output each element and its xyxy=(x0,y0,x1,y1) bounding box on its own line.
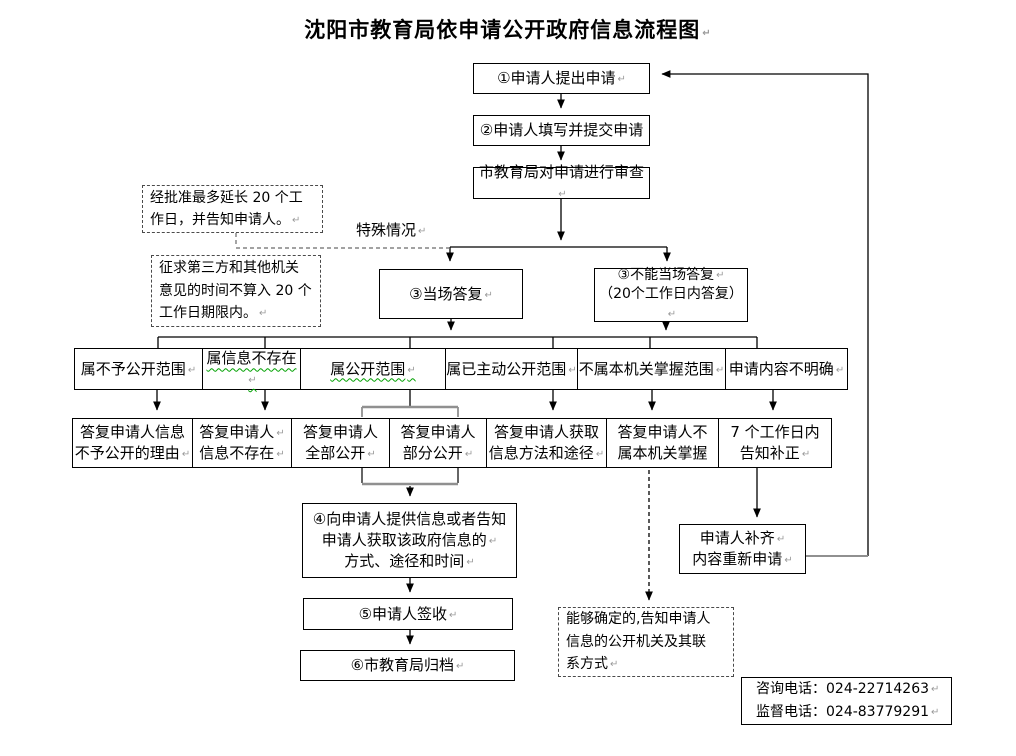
response-how-to-obtain: 答复申请人获取信息方法和途径↵ xyxy=(486,418,607,468)
note-extension-20-days: 经批准最多延长 20 个工作日，并告知申请人。↵ xyxy=(142,185,323,233)
response-info-not-exist: 答复申请人↵信息不存在↵ xyxy=(192,418,292,468)
category-unclear-request: 申请内容不明确↵ xyxy=(725,348,848,390)
category-not-held-by-agency: 不属本机关掌握范围↵ xyxy=(577,348,726,390)
node-step4-provide-info: ④向申请人提供信息或者告知申请人获取该政府信息的↵方式、途径和时间↵ xyxy=(302,503,517,578)
node-step3-bureau-review: 市教育局对申请进行审查↵ xyxy=(473,163,650,200)
node-step1-submit-application: ①申请人提出申请↵ xyxy=(473,63,650,94)
node-resubmit-application: 申请人补齐↵内容重新申请↵ xyxy=(679,524,806,574)
merge-verticals xyxy=(361,468,459,483)
note-confirmable-referral: 能够确定的,告知申请人信息的公开机关及其联系方式↵ xyxy=(558,607,734,677)
page-title: 沈阳市教育局依申请公开政府信息流程图↵ xyxy=(304,18,712,42)
node-step6-archive: ⑥市教育局归档↵ xyxy=(300,650,515,681)
note-third-party-time: 征求第三方和其他机关意见的时间不算入 20 个工作日期限内。↵ xyxy=(151,255,321,327)
split-bracket-legs xyxy=(361,407,459,417)
category-disclosable: 属公开范围↵ xyxy=(300,348,446,390)
category-bus-stubs xyxy=(157,337,758,348)
node-reply-not-onsite: ③不能当场答复↵（20个工作日内答复）↵ xyxy=(594,267,748,322)
category-info-not-exist: 属信息不存在↵ xyxy=(202,348,301,390)
node-step5-applicant-sign: ⑤申请人签收↵ xyxy=(303,598,513,630)
category-not-disclosable: 属不予公开范围↵ xyxy=(74,348,203,390)
response-not-held: 答复申请人不属本机关掌握 xyxy=(606,418,719,468)
response-partial-disclosure: 答复申请人部分公开↵ xyxy=(389,418,487,468)
contact-phone-box: 咨询电话：024-22714263↵监督电话：024-83779291↵ xyxy=(741,677,952,725)
node-step2-fill-and-submit: ②申请人填写并提交申请 xyxy=(473,115,650,146)
label-special-case: 特殊情况↵ xyxy=(356,221,427,239)
response-notify-correction-7days: 7 个工作日内告知补正↵ xyxy=(718,418,832,468)
response-full-disclosure: 答复申请人全部公开↵ xyxy=(291,418,390,468)
node-reply-onsite: ③当场答复↵ xyxy=(379,269,523,319)
category-already-public: 属已主动公开范围↵ xyxy=(445,348,578,390)
response-reason-not-disclosed: 答复申请人信息不予公开的理由↵ xyxy=(72,418,193,468)
